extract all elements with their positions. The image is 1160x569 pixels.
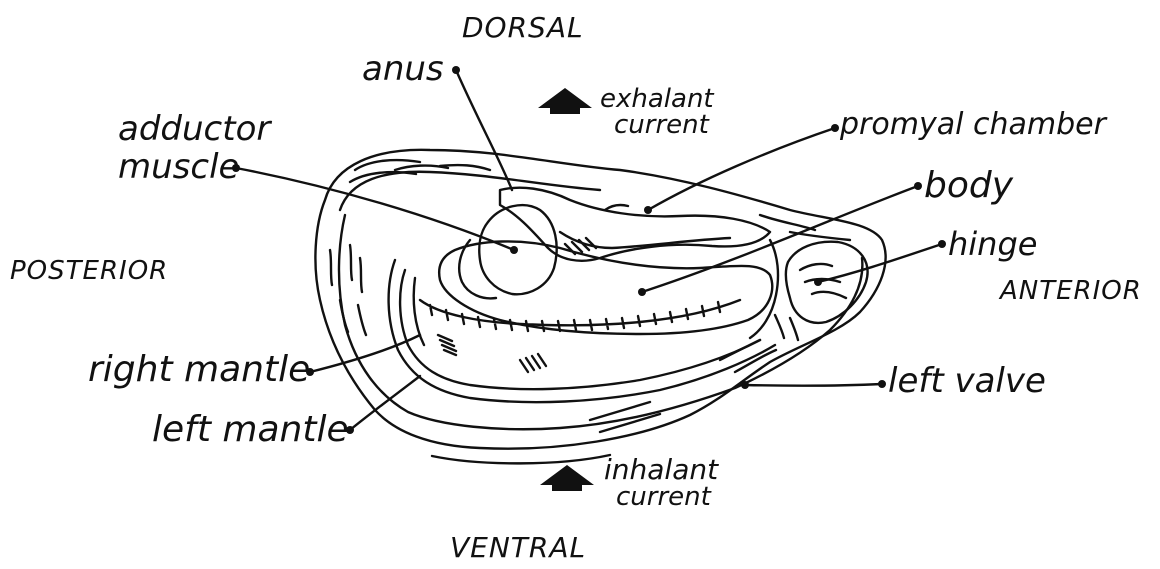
inhalant-arrow-icon bbox=[540, 465, 594, 491]
leader-left-valve bbox=[745, 384, 882, 386]
gill-fringe bbox=[420, 300, 740, 331]
leader-adductor bbox=[236, 168, 514, 250]
inhalant-current-label-line1: inhalant bbox=[604, 456, 718, 484]
promyal-chamber-label: promyal chamber bbox=[840, 110, 1106, 140]
body-label: body bbox=[924, 168, 1013, 204]
exhalant-current-label-line1: exhalant bbox=[600, 86, 714, 112]
direction-dorsal-label: DORSAL bbox=[462, 14, 584, 42]
hinge-label: hinge bbox=[948, 228, 1037, 260]
direction-ventral-label: VENTRAL bbox=[450, 534, 586, 562]
hinge-outline bbox=[786, 242, 868, 323]
leader-anus bbox=[456, 70, 512, 190]
adductor-muscle-label-line1: adductor bbox=[118, 112, 270, 146]
leader-body bbox=[642, 186, 918, 292]
direction-anterior-label: ANTERIOR bbox=[1000, 278, 1142, 304]
direction-posterior-label: POSTERIOR bbox=[10, 258, 168, 284]
leader-promyal bbox=[648, 128, 835, 210]
promyal-chamber-outline bbox=[500, 188, 770, 261]
leader-left-mantle bbox=[350, 376, 420, 430]
inhalant-current-label-line2: current bbox=[616, 484, 711, 510]
anus-label: anus bbox=[362, 52, 444, 86]
adductor-muscle-label-line2: muscle bbox=[118, 150, 239, 184]
leader-right-mantle bbox=[310, 335, 420, 372]
exhalant-arrow-icon bbox=[538, 88, 592, 114]
leader-hinge bbox=[818, 244, 942, 282]
right-mantle-label: right mantle bbox=[88, 352, 310, 388]
left-mantle-label: left mantle bbox=[152, 412, 349, 448]
exhalant-current-label-line2: current bbox=[614, 112, 709, 138]
left-valve-label: left valve bbox=[888, 364, 1046, 398]
